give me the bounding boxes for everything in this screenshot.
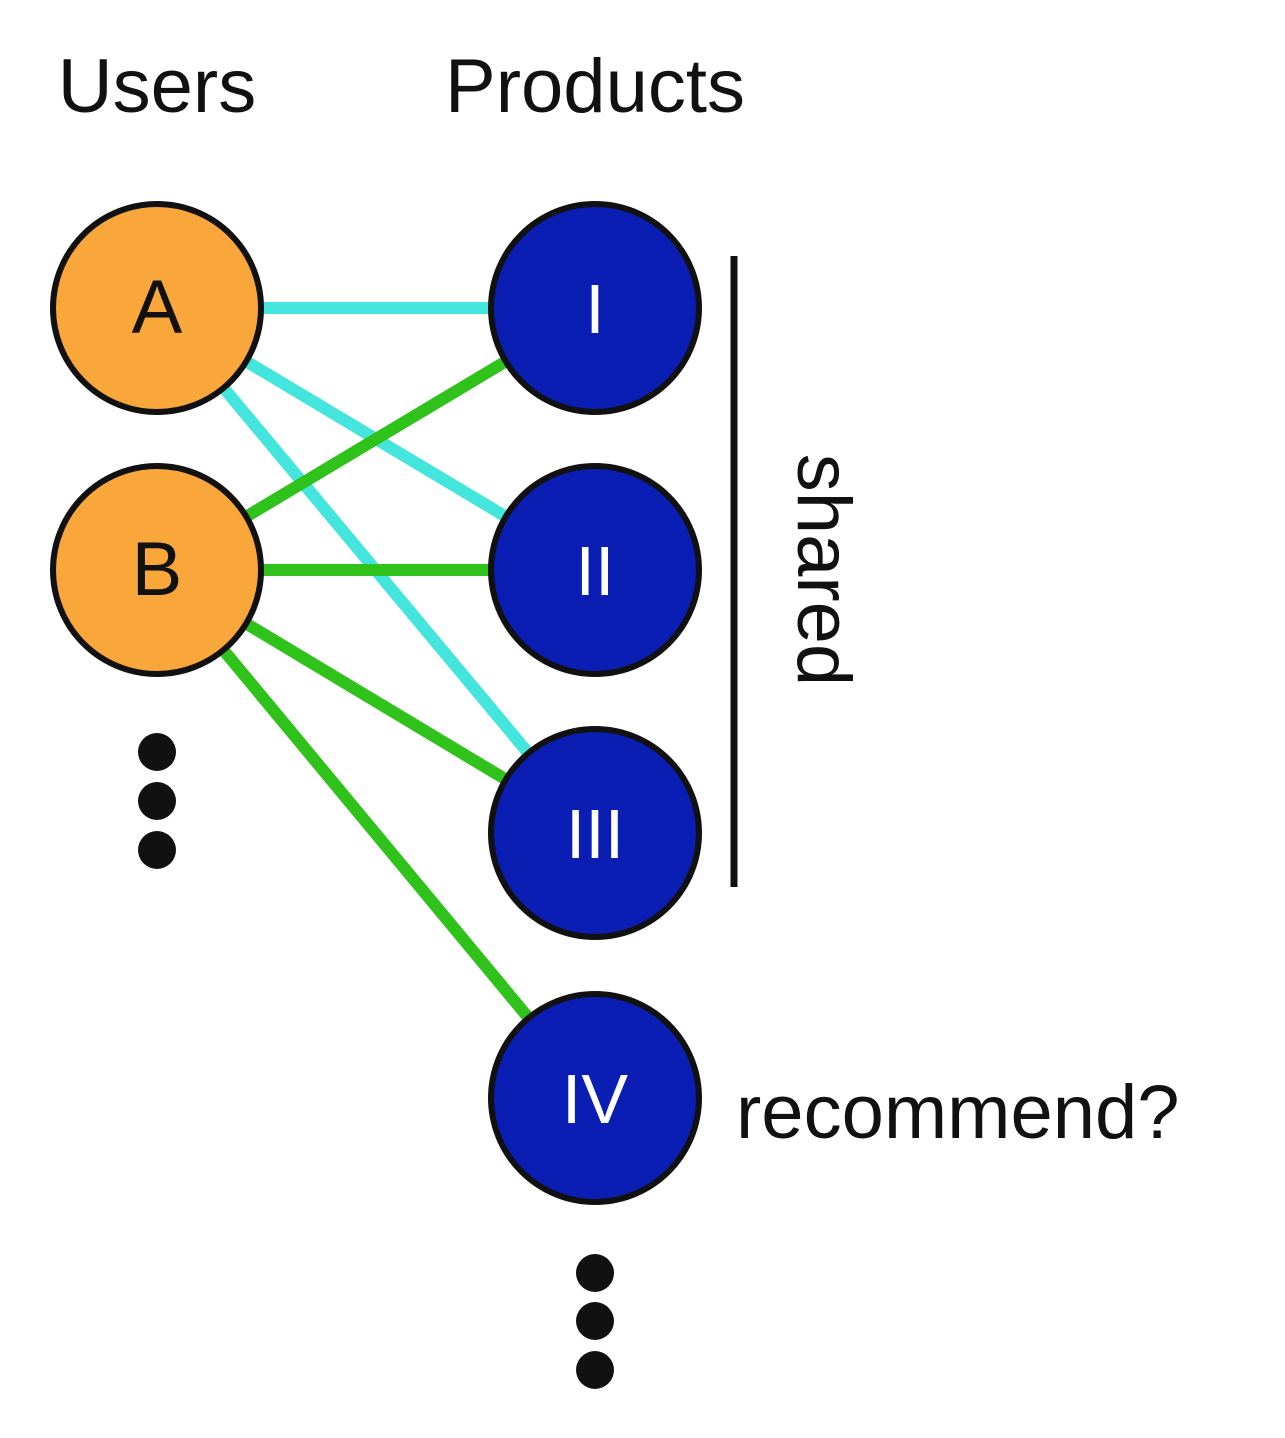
- products-ellipsis-dot-1: [576, 1254, 614, 1292]
- products-ellipsis-dot-2: [576, 1302, 614, 1340]
- users-ellipsis-dot-3: [138, 831, 176, 869]
- products-ellipsis-dot-3: [576, 1351, 614, 1389]
- users-ellipsis-dot-2: [138, 782, 176, 820]
- users-more-ellipsis: [138, 733, 176, 869]
- products-header: Products: [445, 44, 745, 129]
- user-node-b-label: B: [132, 527, 183, 612]
- user-node-b: B: [50, 463, 264, 677]
- product-node-i: I: [488, 201, 702, 415]
- users-ellipsis-dot-1: [138, 733, 176, 771]
- product-node-iv-label: IV: [562, 1060, 628, 1138]
- shared-label: shared: [781, 454, 866, 686]
- product-node-iv: IV: [488, 991, 702, 1205]
- user-node-b-circle: [50, 463, 264, 677]
- product-node-iii: III: [488, 726, 702, 940]
- product-node-i-circle: [488, 201, 702, 415]
- products-more-ellipsis: [576, 1254, 614, 1389]
- product-node-iii-circle: [488, 726, 702, 940]
- edge-b-iv: [152, 566, 600, 1102]
- edges-layer: [152, 302, 600, 1102]
- product-node-ii-label: II: [576, 532, 615, 610]
- product-node-ii: II: [488, 463, 702, 677]
- user-node-a-label: A: [132, 265, 183, 350]
- product-node-ii-circle: [488, 463, 702, 677]
- product-node-iv-circle: [488, 991, 702, 1205]
- user-node-a-circle: [50, 201, 264, 415]
- product-node-iii-label: III: [566, 795, 624, 873]
- product-node-i-label: I: [585, 270, 604, 348]
- user-node-a: A: [50, 201, 264, 415]
- recommend-label: recommend?: [736, 1070, 1180, 1155]
- users-header: Users: [58, 44, 256, 129]
